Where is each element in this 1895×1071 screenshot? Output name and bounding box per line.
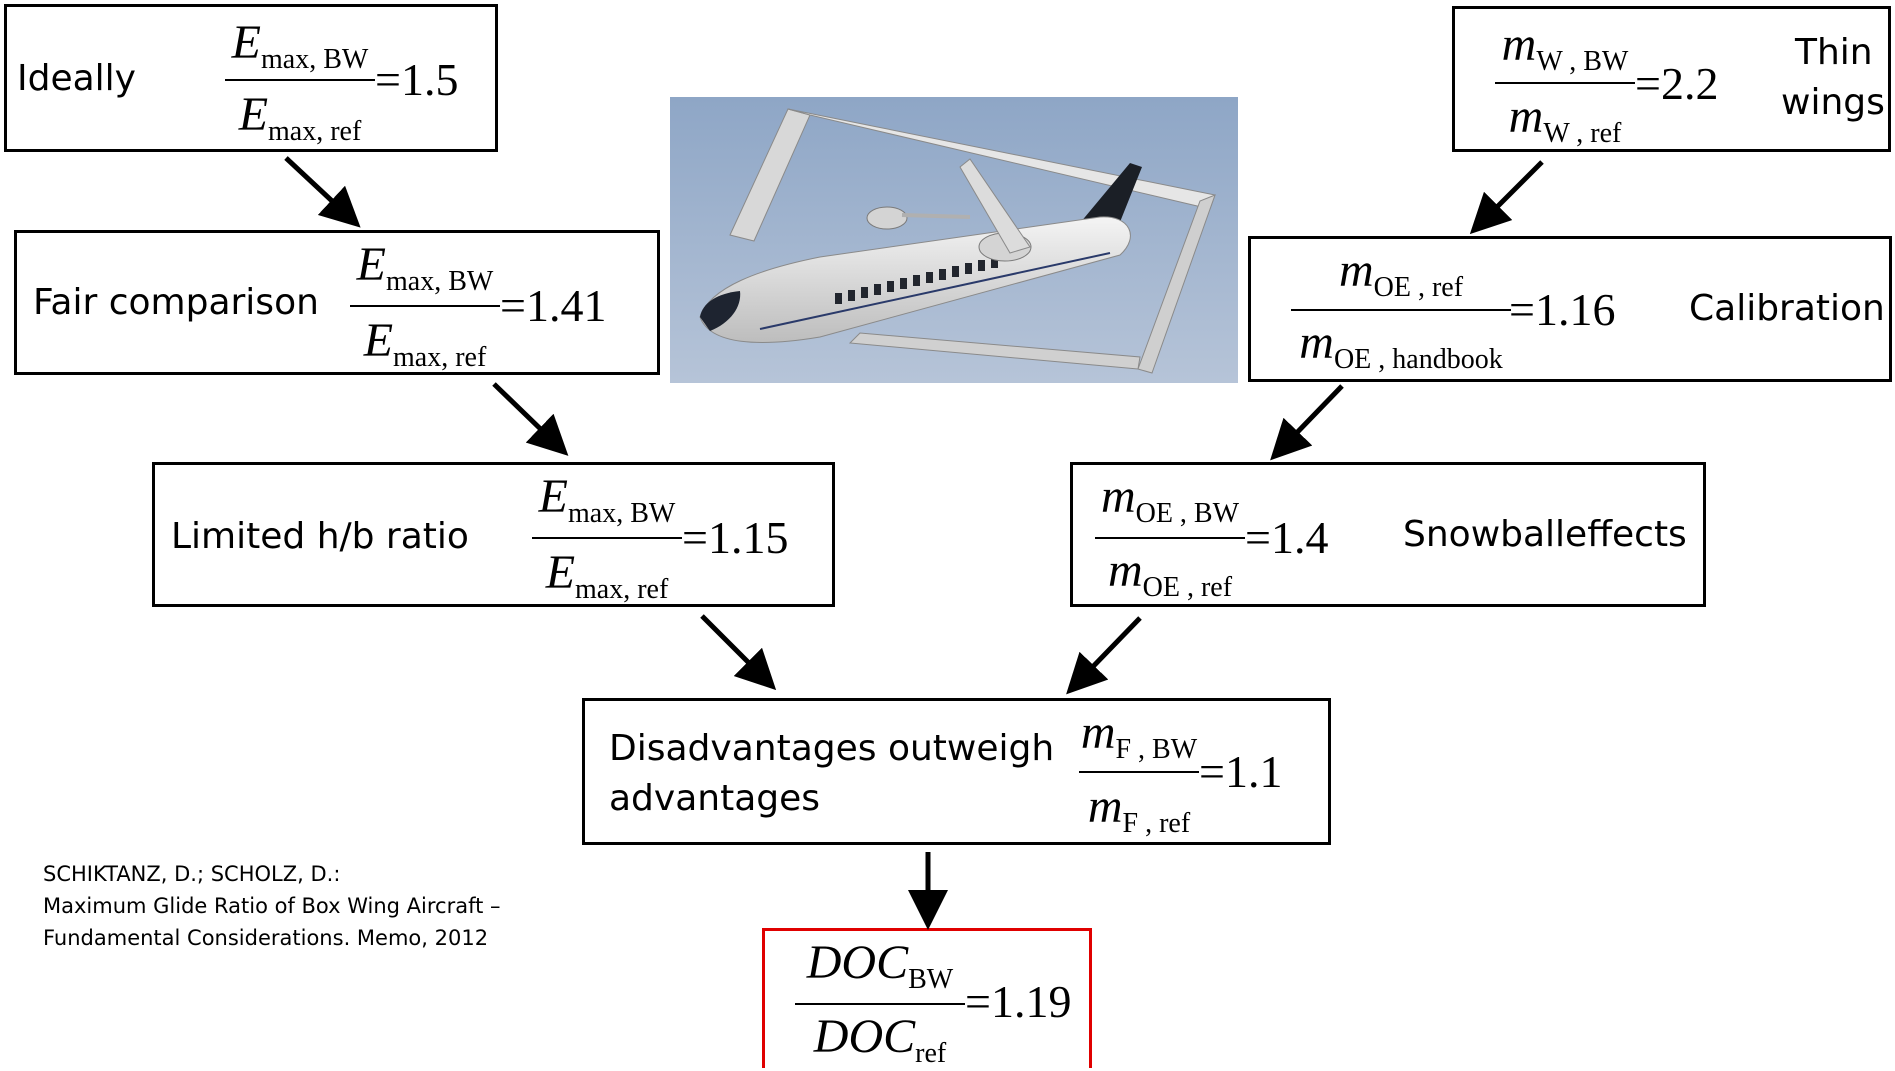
arrow-ideally-to-fair bbox=[284, 156, 361, 228]
formula-ideally: Emax, BW Emax, ref =1.5 bbox=[225, 7, 458, 155]
arrow-fair-to-limited bbox=[492, 382, 569, 456]
value-disadvantages: =1.1 bbox=[1199, 746, 1283, 797]
box-snowball-effects: mOE , BW mOE , ref =1.4 Snowballeffects bbox=[1070, 462, 1706, 607]
box-disadvantages: Disadvantages outweigh advantages mF , B… bbox=[582, 698, 1331, 845]
box-doc-result: DOCBW DOCref =1.19 bbox=[762, 928, 1092, 1071]
citation: SCHIKTANZ, D.; SCHOLZ, D.: Maximum Glide… bbox=[43, 858, 501, 954]
arrow-limited-to-disadvantages bbox=[700, 614, 777, 691]
box-ideally: Ideally Emax, BW Emax, ref =1.5 bbox=[4, 4, 498, 152]
label-thin-wings-1: Thin bbox=[1795, 32, 1873, 73]
value-calibration: =1.16 bbox=[1509, 284, 1616, 335]
citation-line-3: Fundamental Considerations. Memo, 2012 bbox=[43, 926, 489, 950]
label-limited-hb-ratio: Limited h/b ratio bbox=[171, 516, 469, 557]
formula-disadvantages: mF , BW mF , ref =1.1 bbox=[1079, 706, 1283, 839]
label-disadvantages-2: advantages bbox=[609, 778, 821, 819]
value-limited-hb-ratio: =1.15 bbox=[682, 512, 789, 563]
arrow-calibration-to-snowball bbox=[1270, 384, 1344, 461]
formula-thin-wings: mW , BW mW , ref =2.2 bbox=[1495, 9, 1718, 155]
value-snowball-effects: =1.4 bbox=[1245, 512, 1329, 563]
label-thin-wings-2: wings bbox=[1781, 82, 1885, 123]
label-snowball-effects: Snowballeffects bbox=[1403, 514, 1687, 555]
formula-doc-result: DOCBW DOCref =1.19 bbox=[795, 931, 1071, 1071]
formula-snowball-effects: mOE , BW mOE , ref =1.4 bbox=[1095, 465, 1328, 610]
citation-line-1: SCHIKTANZ, D.; SCHOLZ, D.: bbox=[43, 862, 341, 886]
arrow-snowball-to-disadvantages bbox=[1066, 616, 1142, 695]
box-thin-wings: mW , BW mW , ref =2.2 Thin wings bbox=[1452, 6, 1891, 152]
value-ideally: =1.5 bbox=[375, 54, 459, 105]
value-doc-result: =1.19 bbox=[965, 976, 1072, 1027]
box-limited-hb-ratio: Limited h/b ratio Emax, BW Emax, ref =1.… bbox=[152, 462, 835, 607]
formula-limited-hb-ratio: Emax, BW Emax, ref =1.15 bbox=[532, 465, 788, 610]
box-calibration: mOE , ref mOE , handbook =1.16 Calibrati… bbox=[1248, 236, 1892, 382]
label-fair-comparison: Fair comparison bbox=[33, 282, 319, 323]
value-fair-comparison: =1.41 bbox=[500, 280, 607, 331]
arrow-thin-to-calibration bbox=[1469, 160, 1544, 235]
formula-fair-comparison: Emax, BW Emax, ref =1.41 bbox=[350, 233, 606, 378]
label-ideally: Ideally bbox=[17, 58, 136, 99]
label-disadvantages-1: Disadvantages outweigh bbox=[609, 728, 1055, 769]
citation-line-2: Maximum Glide Ratio of Box Wing Aircraft… bbox=[43, 894, 501, 918]
box-fair-comparison: Fair comparison Emax, BW Emax, ref =1.41 bbox=[14, 230, 660, 375]
formula-calibration: mOE , ref mOE , handbook =1.16 bbox=[1291, 239, 1615, 385]
box-wing-aircraft-image bbox=[670, 97, 1238, 383]
label-calibration: Calibration bbox=[1689, 288, 1885, 329]
value-thin-wings: =2.2 bbox=[1635, 58, 1719, 109]
